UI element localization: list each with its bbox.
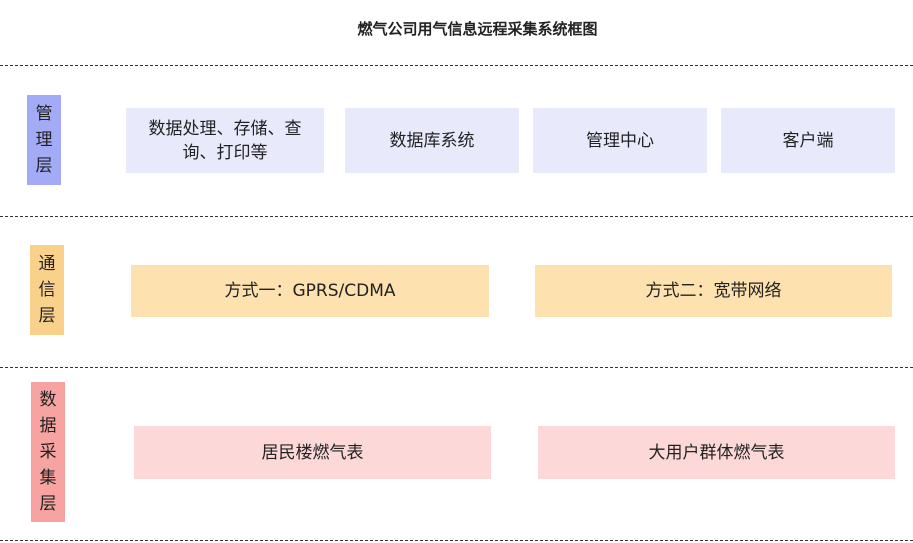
- box-database-system: 数据库系统: [345, 108, 519, 173]
- divider-management-communication: [0, 216, 913, 217]
- box-client: 客户端: [721, 108, 895, 173]
- acquisition-layer-label: 数据采集层: [31, 382, 65, 522]
- diagram-title: 燃气公司用气信息远程采集系统框图: [357, 20, 598, 38]
- box-gprs-cdma: 方式一：GPRS/CDMA: [131, 265, 489, 317]
- box-broadband: 方式二：宽带网络: [535, 265, 892, 317]
- box-management-center: 管理中心: [533, 108, 707, 173]
- divider-bottom: [0, 540, 913, 541]
- divider-communication-acquisition: [0, 367, 913, 368]
- box-large-user-meters: 大用户群体燃气表: [538, 426, 895, 479]
- divider-top: [0, 65, 913, 66]
- management-layer-label: 管理层: [27, 95, 61, 185]
- box-data-processing: 数据处理、存储、查询、打印等: [126, 108, 324, 173]
- box-residential-meters: 居民楼燃气表: [134, 426, 491, 479]
- communication-layer-label: 通信层: [30, 245, 64, 335]
